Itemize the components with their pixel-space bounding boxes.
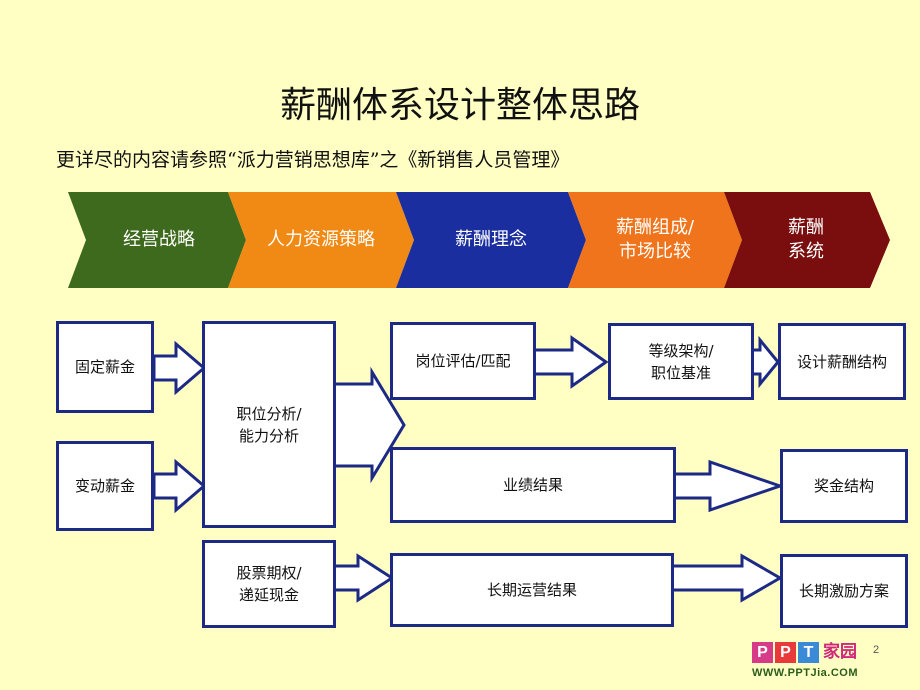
chevron-shape-2	[228, 192, 414, 288]
arrow-fixed-to-job	[152, 340, 207, 396]
page-title: 薪酬体系设计整体思路	[279, 85, 640, 126]
chevron-shape-1	[68, 192, 246, 288]
long-term-results-box: 长期运营结果	[390, 553, 674, 627]
logo-home-text: 家园	[823, 642, 857, 662]
stock-options-box: 股票期权/ 递延现金	[202, 540, 336, 628]
arrow-grade-to-design	[750, 335, 780, 389]
arrow-stock-to-longterm	[332, 553, 395, 603]
chevron-shape-4	[568, 192, 742, 288]
stage-pay-composition: 薪酬组成/ 市场比较	[615, 217, 695, 262]
job-analysis-box: 职位分析/ 能力分析	[202, 321, 336, 528]
job-evaluation-box: 岗位评估/匹配	[390, 322, 536, 400]
logo-letter-p1: P	[752, 642, 773, 663]
chevron-shape-3	[396, 192, 586, 288]
pptjia-logo: P P T 家园	[752, 642, 859, 663]
bonus-structure-box: 奖金结构	[780, 449, 908, 523]
arrow-performance-to-bonus	[672, 459, 785, 513]
fixed-pay-box: 固定薪金	[56, 321, 154, 413]
arrow-eval-to-grade	[532, 335, 609, 389]
stage-strategy: 经营战略	[123, 229, 195, 250]
arrow-longterm-to-incentive	[670, 553, 783, 603]
grade-structure-box: 等级架构/ 职位基准	[608, 323, 754, 400]
logo-letter-p2: P	[775, 642, 796, 663]
long-term-incentive-box: 长期激励方案	[780, 554, 908, 628]
logo-url: WWW.PPTJia.COM	[752, 667, 858, 679]
chevron-shape-5	[724, 192, 890, 288]
page-number: 2	[873, 644, 880, 656]
variable-pay-box: 变动薪金	[56, 441, 154, 531]
design-pay-structure-box: 设计薪酬结构	[778, 323, 906, 400]
stage-pay-system: 薪酬 系统	[788, 217, 824, 262]
logo-letter-t: T	[798, 642, 819, 663]
stage-hr-strategy: 人力资源策略	[267, 229, 375, 250]
subtitle: 更详尽的内容请参照“派力营销思想库”之《新销售人员管理》	[56, 149, 570, 171]
arrow-variable-to-job	[152, 458, 207, 514]
performance-results-box: 业绩结果	[390, 447, 676, 523]
stage-pay-philosophy: 薪酬理念	[455, 229, 527, 250]
arrow-job-to-right	[332, 366, 406, 484]
